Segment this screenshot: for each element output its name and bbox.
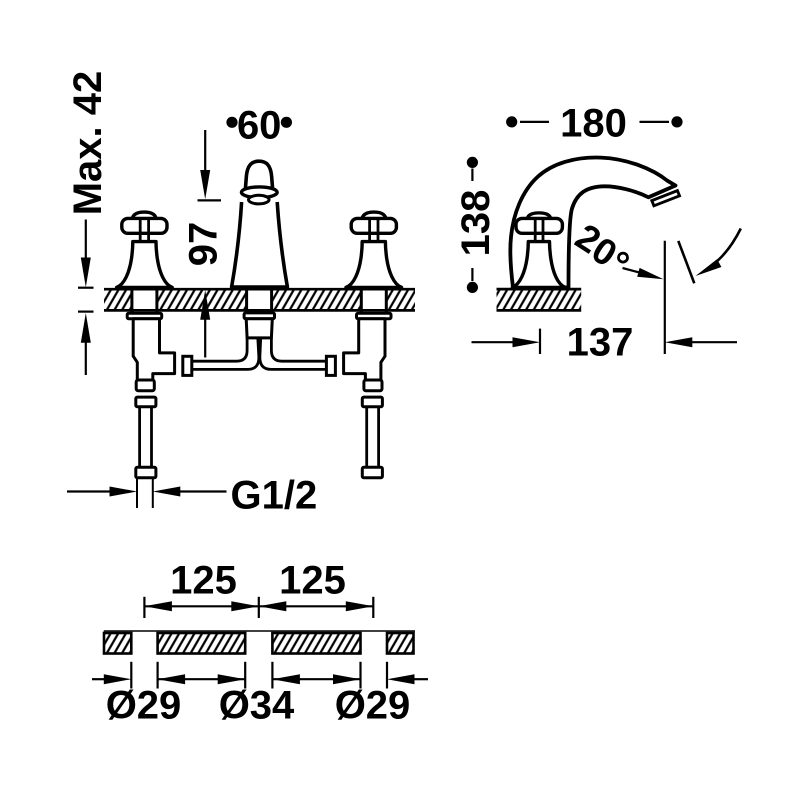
svg-text:125: 125 — [170, 559, 237, 603]
svg-text:137: 137 — [567, 320, 634, 364]
svg-text:Ø29: Ø29 — [335, 684, 411, 728]
svg-text:138: 138 — [454, 190, 498, 257]
svg-text:180: 180 — [560, 101, 627, 145]
svg-text:125: 125 — [279, 559, 346, 603]
svg-text:G1/2: G1/2 — [231, 473, 318, 517]
svg-text:97: 97 — [182, 222, 226, 267]
svg-text:Ø34: Ø34 — [219, 684, 295, 728]
svg-text:60: 60 — [237, 104, 282, 148]
svg-text:Ø29: Ø29 — [106, 684, 182, 728]
svg-text:Max. 42: Max. 42 — [66, 71, 110, 216]
